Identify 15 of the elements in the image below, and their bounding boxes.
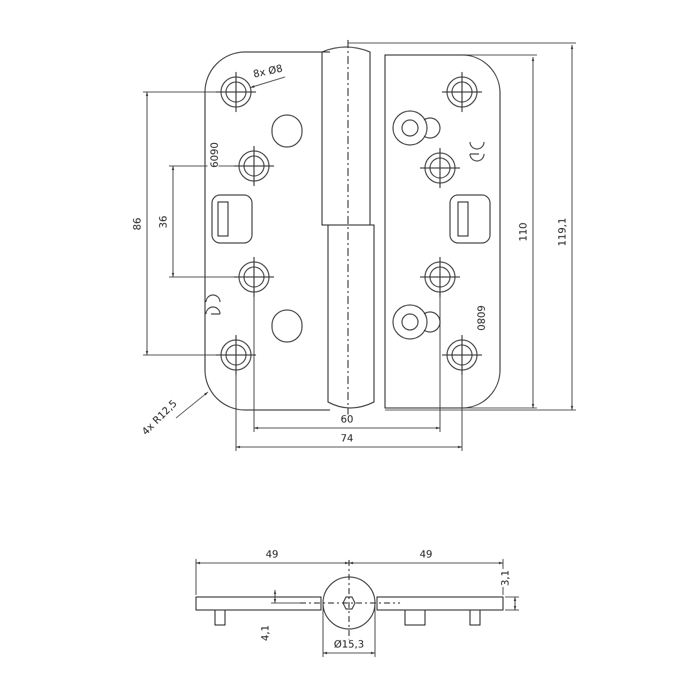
dimension-label: 86 (132, 216, 144, 232)
dimension-label: 3,1 (500, 569, 512, 587)
dimension-label: 119,1 (558, 216, 568, 248)
dimension-label: 49 (264, 550, 280, 560)
part-number: 0609 (208, 141, 218, 169)
dimension-label: 4,1 (260, 624, 272, 642)
leader-line (250, 76, 286, 88)
dimension-label: 49 (418, 550, 434, 560)
dimension-label: Ø15,3 (332, 640, 366, 650)
dimension-label: 60 (340, 414, 354, 426)
dimension-label: 110 (518, 221, 530, 243)
dimension-label: 74 (340, 434, 354, 444)
dimension-label: 36 (158, 214, 170, 230)
leader-line (176, 392, 208, 418)
part-number: 6080 (474, 304, 486, 332)
